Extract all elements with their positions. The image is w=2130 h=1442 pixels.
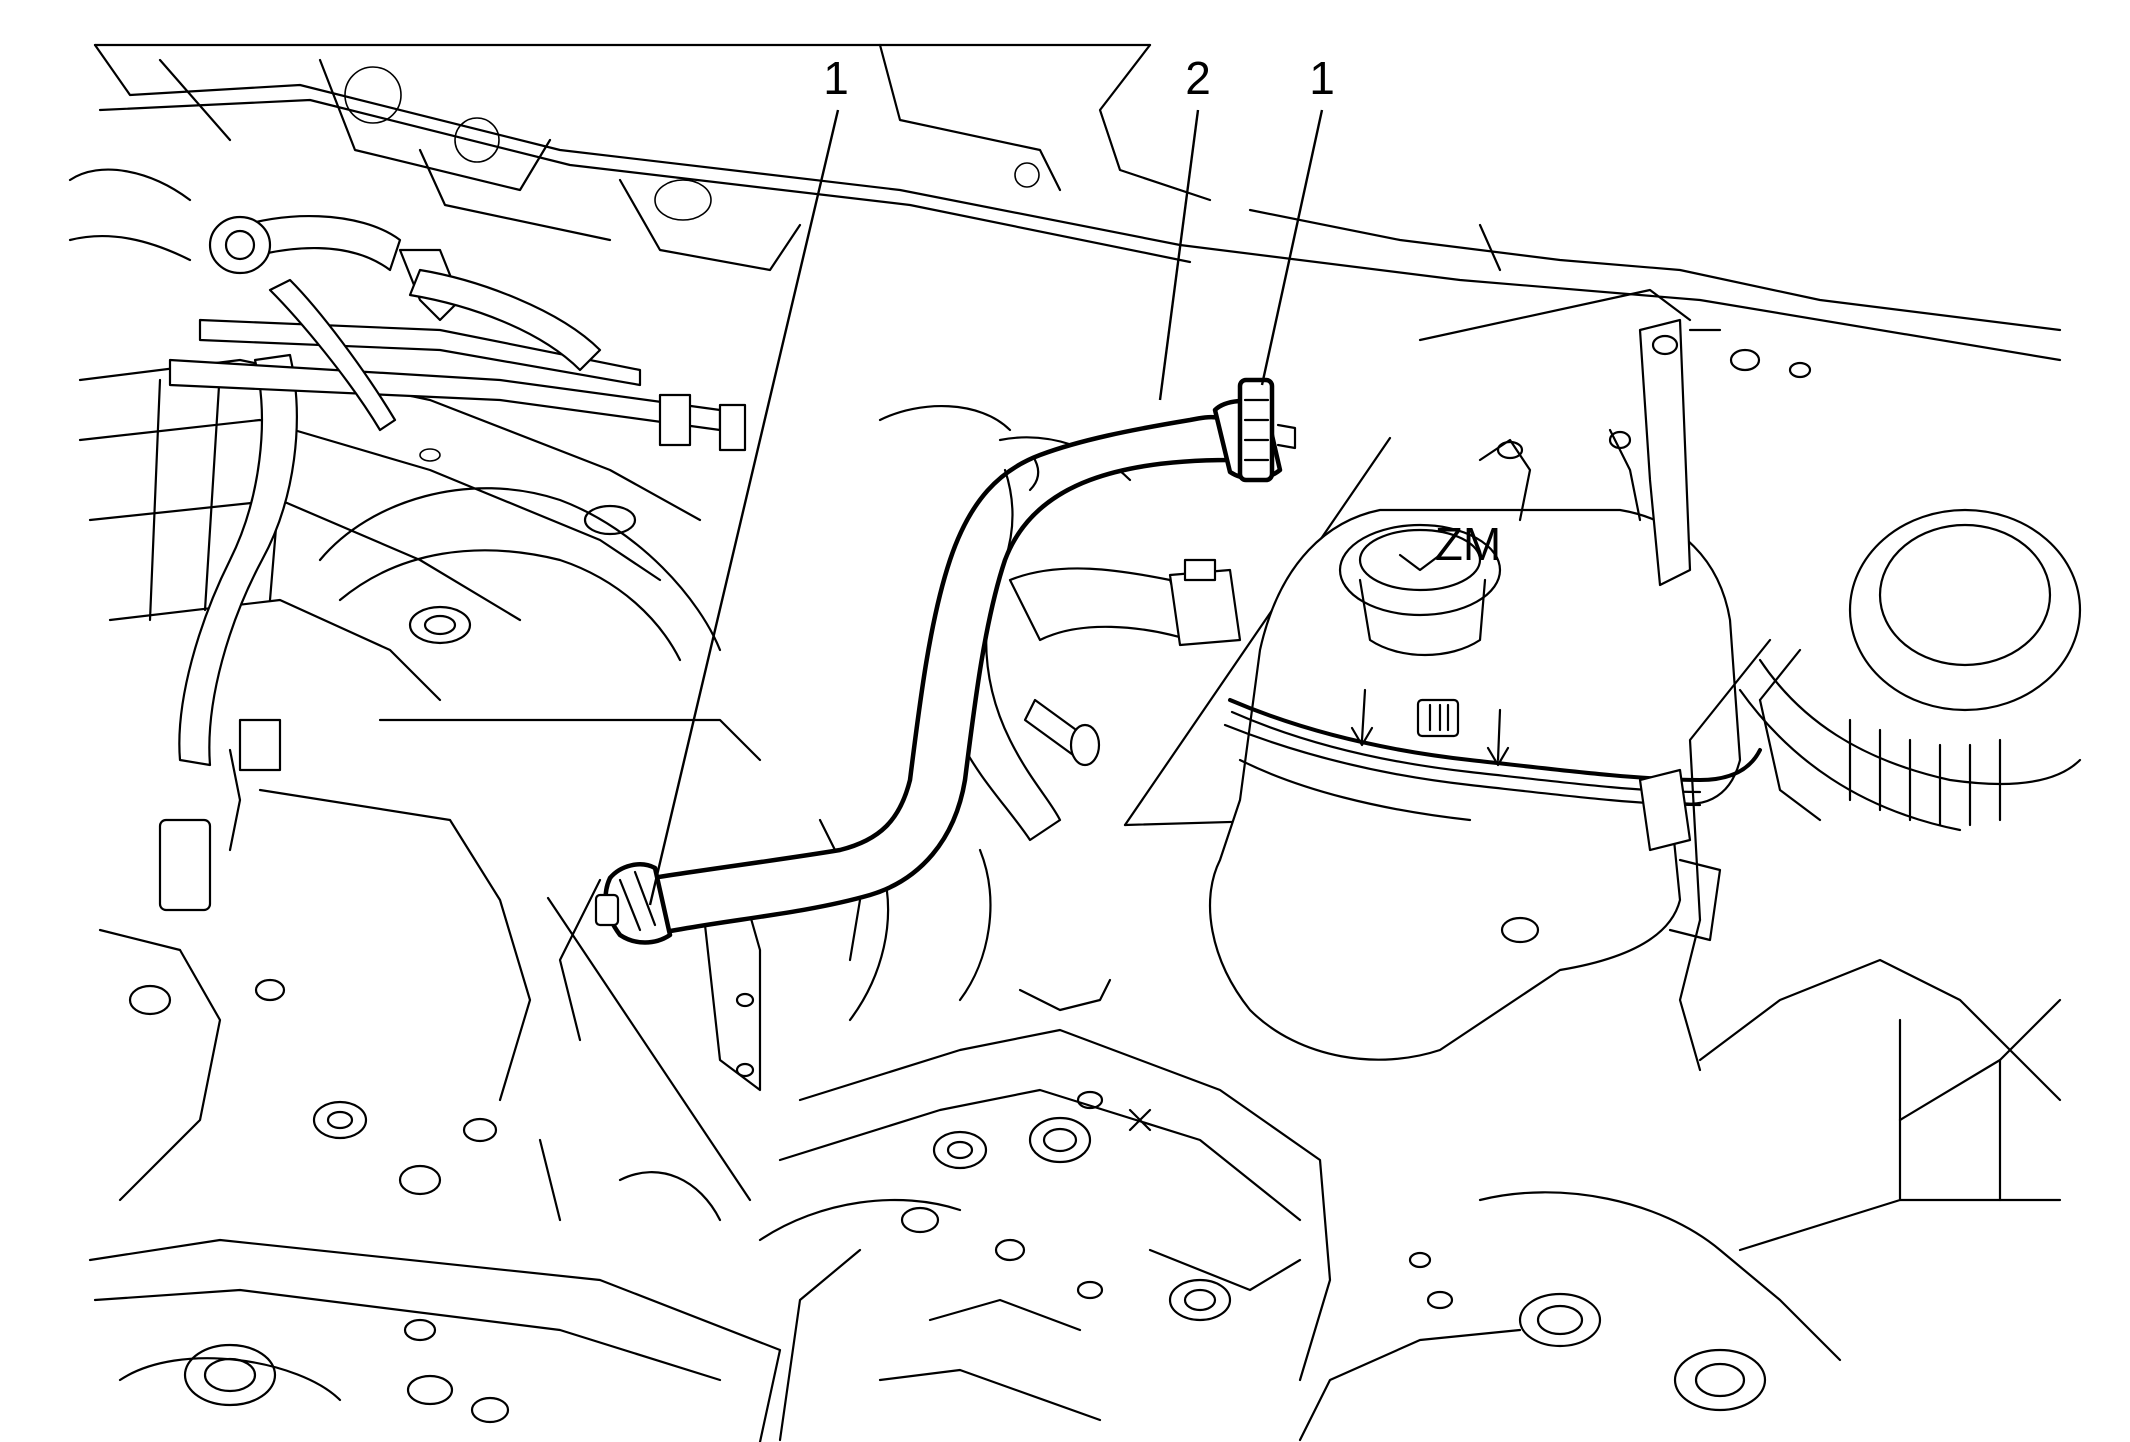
left-vertical-hose <box>158 353 298 912</box>
right-bracket <box>1418 288 1812 587</box>
engine-lower-left <box>98 788 722 1222</box>
leader-hose <box>1158 109 1200 401</box>
hose-clamp-left <box>594 862 673 945</box>
callout-2-hose: 2 <box>1185 52 1211 104</box>
intake-manifold <box>78 358 762 762</box>
upper-left-pipes <box>68 168 747 452</box>
strut-tower <box>1678 508 2082 1072</box>
leader-clamp-left <box>648 109 840 906</box>
callout-1-left: 1 <box>823 52 849 104</box>
leader-clamp-right <box>1260 109 1324 386</box>
fender-lower-right <box>1698 958 2062 1202</box>
callout-1-right: 1 <box>1309 52 1335 104</box>
tank-cap-marking: ZM <box>1435 518 1501 570</box>
upper-radiator-hose <box>637 414 1233 938</box>
cowl-panel <box>93 43 2062 362</box>
hose-clamp-right <box>1212 377 1297 483</box>
callout-leaders <box>648 109 1324 906</box>
coolant-reservoir: ZM <box>1208 428 1762 1061</box>
front-subframe <box>88 998 2062 1442</box>
callout-labels: 1 2 1 <box>823 52 1335 104</box>
transmission <box>758 978 1332 1442</box>
